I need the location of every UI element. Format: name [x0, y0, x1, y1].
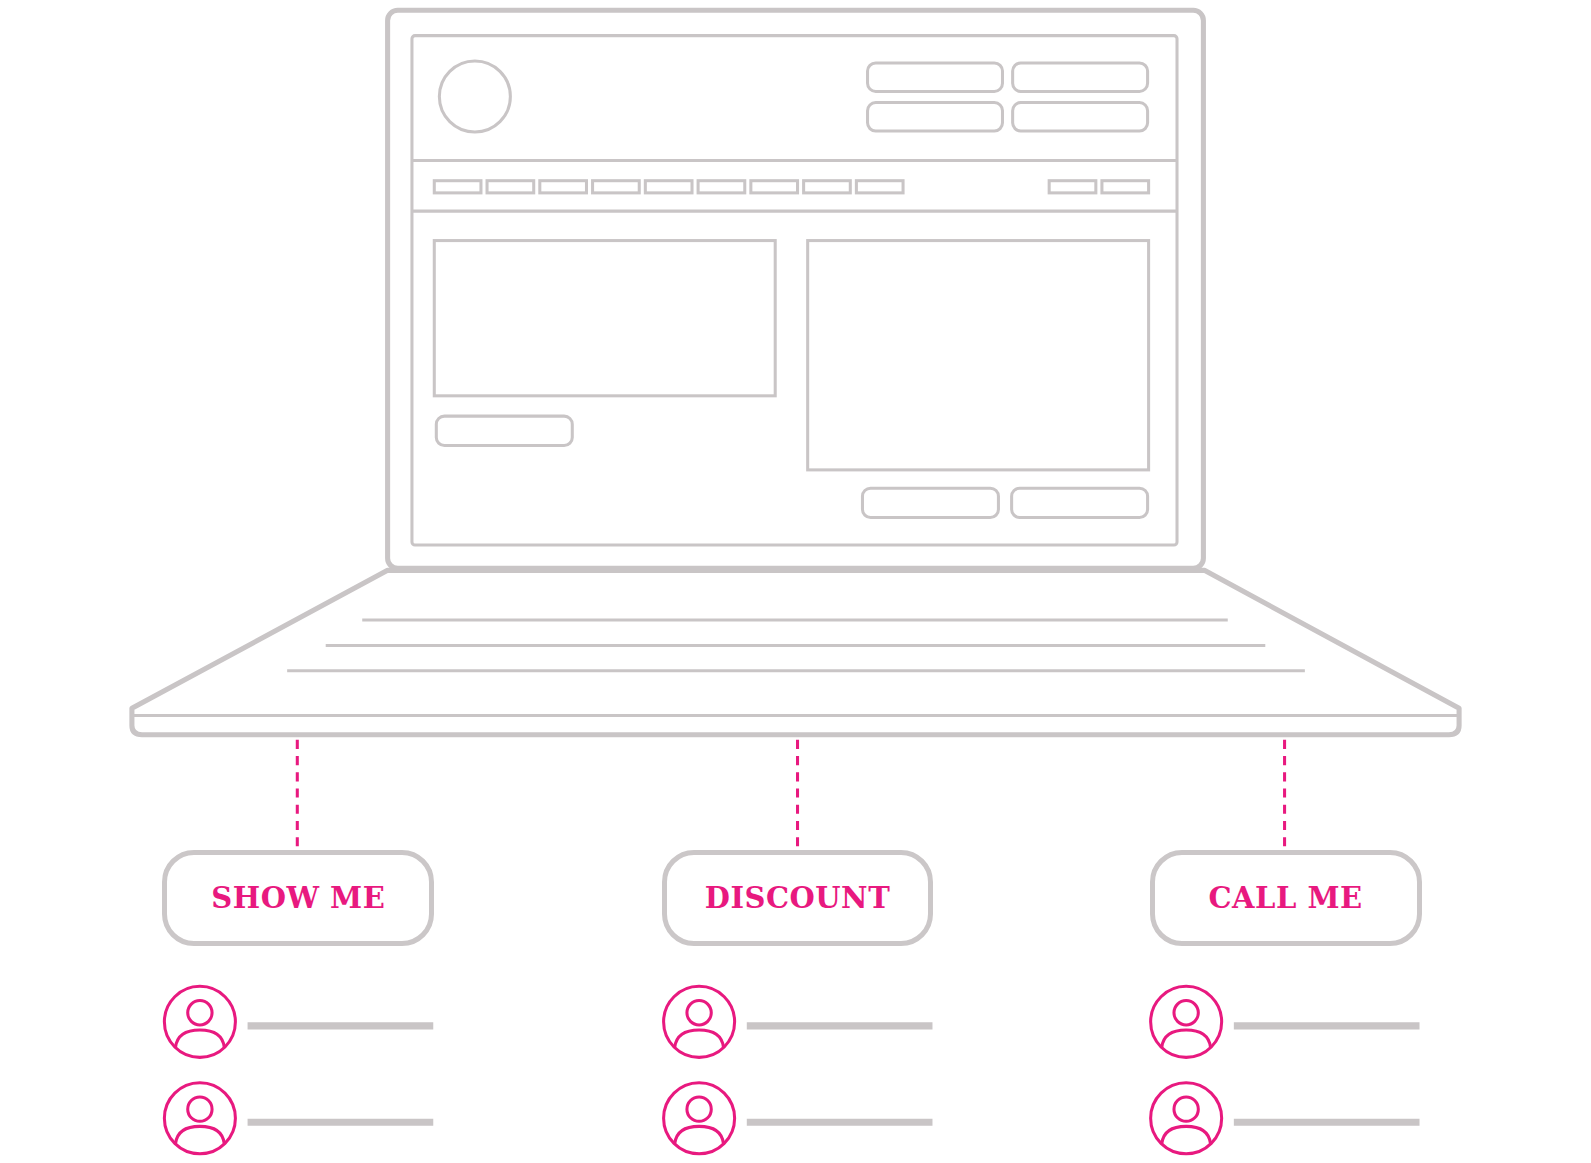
leader-line — [1283, 740, 1286, 848]
base-edge — [132, 714, 1459, 717]
panel-button — [436, 416, 572, 445]
keyboard-line — [287, 669, 1305, 672]
screen — [412, 36, 1177, 545]
person-row — [664, 986, 933, 1057]
option-button: CALL ME — [1150, 850, 1422, 945]
name-placeholder — [747, 1022, 933, 1029]
nav-tab — [804, 181, 851, 193]
person-body — [176, 1030, 225, 1047]
logo-circle — [439, 61, 510, 132]
panel-button — [1012, 488, 1148, 517]
keyboard-line — [326, 644, 1266, 647]
person-icon — [164, 986, 235, 1057]
person-icon — [1151, 1083, 1222, 1154]
nav-tab — [540, 181, 587, 193]
person-icon — [1151, 986, 1222, 1057]
person-body — [1162, 1030, 1211, 1047]
panel-button — [862, 488, 998, 517]
person-head — [188, 1097, 212, 1121]
option-button: DISCOUNT — [662, 850, 934, 945]
person-head — [1174, 1097, 1198, 1121]
nav-tab — [593, 181, 640, 193]
header-button — [868, 63, 1003, 91]
option-button: SHOW ME — [162, 850, 434, 945]
leader-line — [796, 740, 799, 848]
person-icon — [164, 1083, 235, 1154]
person-body — [176, 1126, 225, 1143]
content-panel — [434, 241, 775, 396]
content-panel — [808, 241, 1149, 470]
leader-line — [296, 740, 299, 848]
laptop — [132, 10, 1459, 734]
button-label: SHOW ME — [211, 881, 385, 915]
person-head — [687, 1097, 711, 1121]
nav-tab — [698, 181, 745, 193]
header-button — [1013, 103, 1148, 131]
name-placeholder — [248, 1022, 434, 1029]
person-icon — [664, 1083, 735, 1154]
nav-tab — [645, 181, 692, 193]
screen-frame — [388, 10, 1204, 568]
name-placeholder — [1234, 1119, 1420, 1126]
nav-tab — [1102, 181, 1149, 193]
person-head — [188, 1001, 212, 1025]
person-body — [675, 1030, 724, 1047]
person-body — [675, 1126, 724, 1143]
nav-tab — [856, 181, 903, 193]
keyboard-line — [362, 619, 1228, 622]
name-placeholder — [1234, 1022, 1420, 1029]
person-body — [1162, 1126, 1211, 1143]
people-list — [164, 986, 1419, 1153]
leader-lines — [297, 740, 1284, 848]
person-row — [1151, 1083, 1420, 1154]
name-placeholder — [747, 1119, 933, 1126]
divider — [412, 159, 1177, 162]
person-head — [687, 1001, 711, 1025]
person-icon — [664, 986, 735, 1057]
button-label: CALL ME — [1208, 881, 1362, 915]
person-head — [1174, 1001, 1198, 1025]
header-button — [1013, 63, 1148, 91]
person-row — [1151, 986, 1420, 1057]
name-placeholder — [248, 1119, 434, 1126]
person-row — [164, 986, 433, 1057]
laptop-base — [132, 570, 1459, 734]
header-button — [868, 103, 1003, 131]
person-row — [164, 1083, 433, 1154]
nav-tab — [487, 181, 534, 193]
nav-tabs — [434, 181, 1148, 193]
nav-tab — [1049, 181, 1096, 193]
nav-tab — [751, 181, 798, 193]
person-row — [664, 1083, 933, 1154]
button-label: DISCOUNT — [705, 881, 890, 915]
divider — [412, 210, 1177, 213]
nav-tab — [434, 181, 481, 193]
